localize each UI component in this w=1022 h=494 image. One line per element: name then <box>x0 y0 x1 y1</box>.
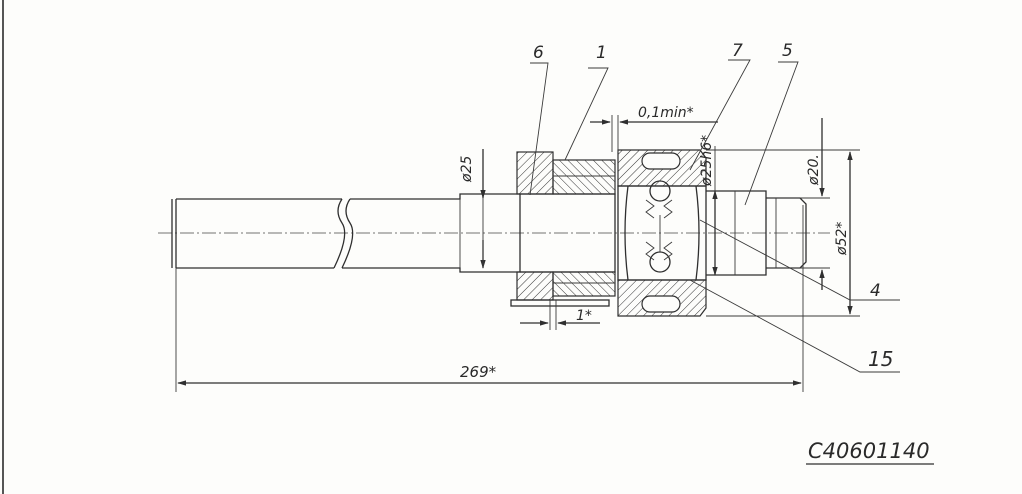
dim-clearance <box>590 115 718 152</box>
dim-dia-52 <box>706 149 860 317</box>
dim-gap-1 <box>520 300 600 330</box>
shaft <box>171 193 616 273</box>
callout-leaders <box>529 59 900 373</box>
callout-1: 1 <box>596 43 607 63</box>
callout-7: 7 <box>732 41 743 61</box>
dim-1-text: 1* <box>576 308 592 324</box>
doc-number: C40601140 <box>808 439 930 463</box>
callout-15: 15 <box>868 347 893 371</box>
dim-dia-25h6-text: ø25h6* <box>699 135 715 187</box>
callout-4: 4 <box>870 281 881 301</box>
dim-dia-20-text: ø20. <box>806 154 822 186</box>
dim-dia-52-text: ø52* <box>834 222 850 256</box>
inner-race <box>617 180 707 281</box>
bushing-assembly <box>510 151 616 307</box>
dim-dia-20 <box>768 118 830 290</box>
dim-dia-25-text: ø25 <box>459 156 475 183</box>
dim-269-text: 269* <box>460 363 497 381</box>
dim-length-269 <box>175 205 804 392</box>
dim-clearance-text: 0,1min* <box>638 105 694 121</box>
callout-6: 6 <box>533 43 544 63</box>
callout-5: 5 <box>782 41 793 61</box>
